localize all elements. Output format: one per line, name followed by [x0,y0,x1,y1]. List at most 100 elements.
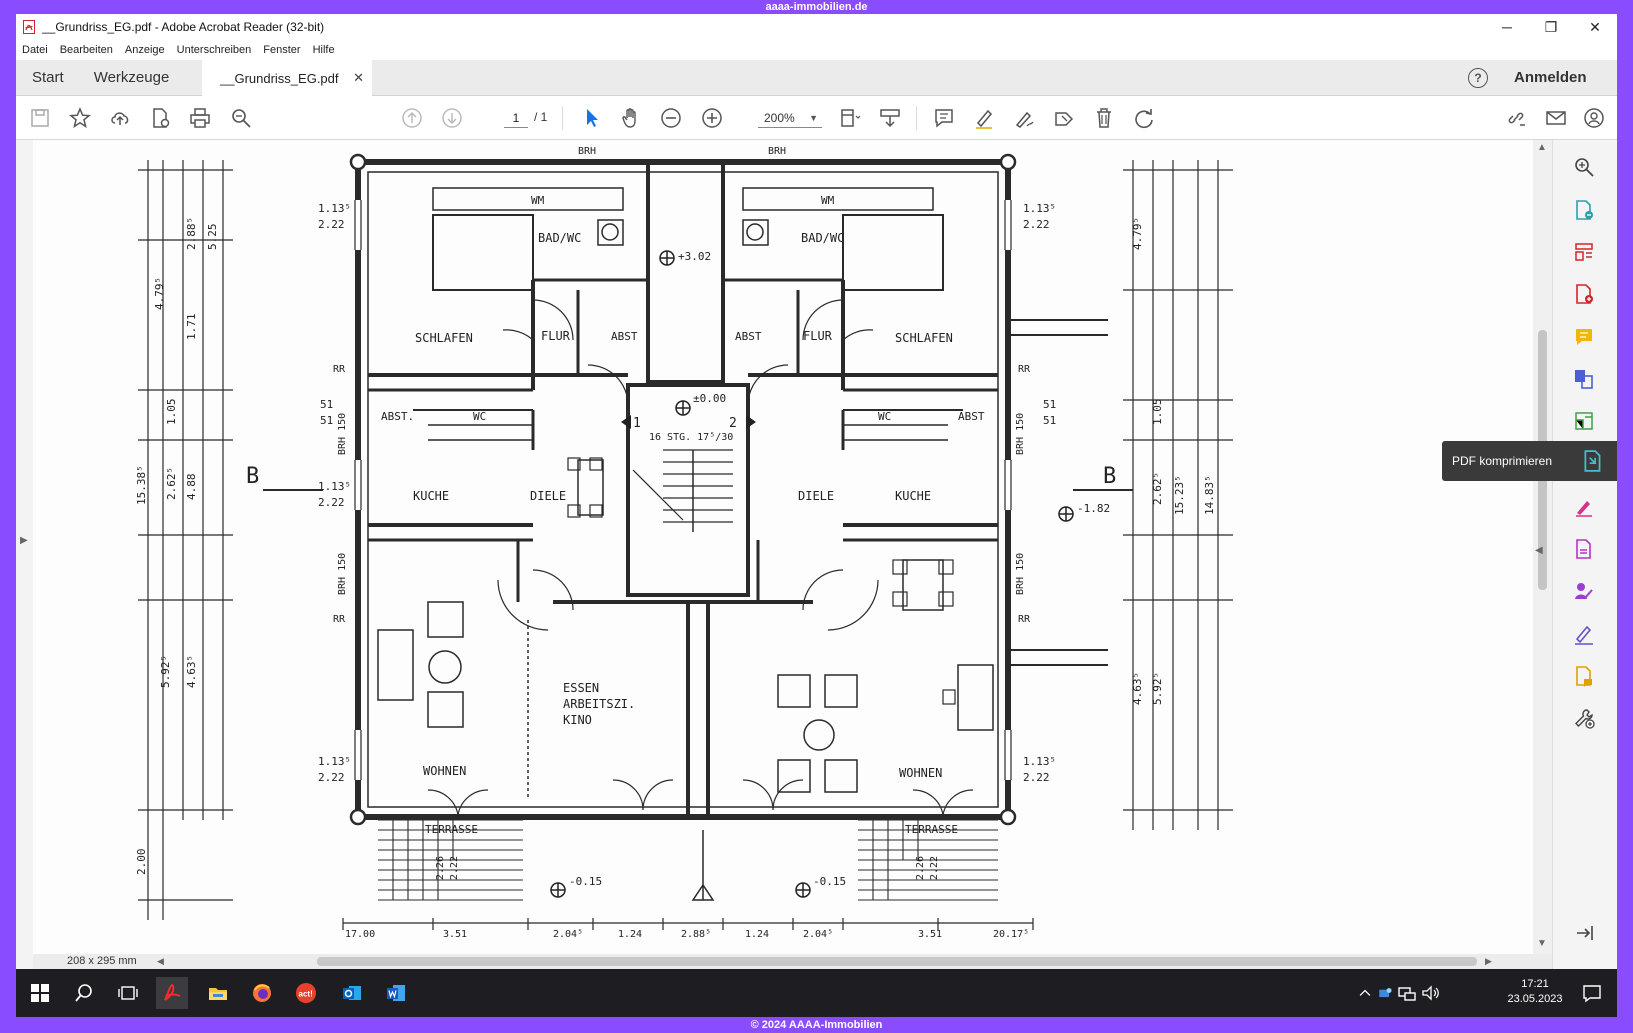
edit-pdf-icon[interactable] [1571,408,1597,434]
frame-top-watermark: aaaa-immobilien.de [765,1,868,13]
act-app-icon[interactable]: act! [290,977,322,1009]
comment-icon[interactable] [932,106,956,130]
save-icon[interactable] [28,106,52,130]
rr-label: RR [1018,614,1031,625]
dimension-label: 2.88⁵ [681,929,711,940]
dimension-label: 2.26 [915,856,926,880]
share-link-icon[interactable] [1504,106,1528,130]
task-view-icon[interactable] [112,977,144,1009]
dimension-label: 51 [320,398,333,411]
menu-hilfe[interactable]: Hilfe [312,44,335,56]
windows-start-icon[interactable] [24,977,56,1009]
help-icon[interactable]: ? [1468,68,1488,88]
tab-start[interactable]: Start [32,69,64,86]
fill-sign-icon[interactable] [1571,493,1597,519]
left-pane-toggle[interactable]: ▶ [16,140,33,969]
room-label: WC [473,410,486,423]
close-window-button[interactable]: ✕ [1589,18,1601,35]
room-label: WM [821,194,835,207]
room-label: ARBEITSZI. [563,697,635,711]
highlight-pen-icon[interactable] [972,106,996,130]
select-cursor-icon[interactable] [580,106,604,130]
scroll-down-icon[interactable]: ▼ [1537,938,1547,949]
acrobat-icon [22,19,36,35]
stamp-edit-icon[interactable] [1052,106,1076,130]
menu-anzeige[interactable]: Anzeige [124,44,165,56]
menu-unterschreiben[interactable]: Unterschreiben [176,44,252,56]
sign-pen-icon[interactable] [1571,621,1597,647]
title-bar: __Grundriss_EG.pdf - Adobe Acrobat Reade… [16,14,1617,40]
send-comments-icon[interactable] [1571,663,1597,689]
search-zoom-icon[interactable] [1571,154,1597,180]
login-button[interactable]: Anmelden [1514,69,1587,86]
dimension-label: 14.83⁵ [1203,475,1216,515]
more-tools-icon[interactable] [1571,705,1597,731]
restore-button[interactable]: ❐ [1544,18,1558,35]
minimize-button[interactable]: ─ [1502,19,1512,35]
email-icon[interactable] [1544,106,1568,130]
print-icon[interactable] [188,106,212,130]
dimension-label: 5.92⁵ [159,655,172,688]
word-icon[interactable] [380,977,412,1009]
firefox-icon[interactable] [246,977,278,1009]
menu-fenster[interactable]: Fenster [263,44,301,56]
search-icon[interactable] [68,977,100,1009]
horizontal-scroll-thumb[interactable] [317,957,1477,966]
floor-plan-page: BAD/WC BAD/WC SCHLAFEN SCHLAFEN FLUR FLU… [33,140,1533,954]
room-label: ESSEN [563,681,599,695]
scroll-mode-icon[interactable] [878,106,902,130]
dimension-label: 20.17⁵ [993,929,1029,940]
star-bookmark-icon[interactable] [68,106,92,130]
combine-files-icon[interactable] [1571,366,1597,392]
zoom-level-select[interactable]: 200% ▼ [758,108,822,128]
system-clock[interactable]: 17:21 23.05.2023 [1505,977,1565,1007]
collapse-pane-icon[interactable] [1571,920,1597,946]
room-label: WM [531,194,545,207]
create-pdf-icon[interactable] [1571,281,1597,307]
outlook-icon[interactable] [336,977,368,1009]
chevron-left-icon[interactable]: ◀ [1535,545,1543,556]
scroll-right-icon[interactable]: ▶ [1485,956,1492,966]
scroll-left-icon[interactable]: ◀ [157,956,164,966]
compress-pdf-icon[interactable] [1581,449,1605,473]
comment-tool-icon[interactable] [1571,324,1597,350]
network-icon[interactable] [1396,977,1418,1009]
tab-tools[interactable]: Werkzeuge [93,69,170,86]
document-viewport[interactable]: ▶ [16,140,1552,969]
menu-datei[interactable]: Datei [22,44,48,56]
protect-pdf-icon[interactable] [1571,536,1597,562]
tab-document[interactable]: __Grundriss_EG.pdf ✕ [202,60,372,96]
tab-close-icon[interactable]: ✕ [353,70,364,85]
organize-pages-icon[interactable] [1571,239,1597,265]
dimension-label: 1.13⁵ [318,202,351,215]
document-share-icon[interactable] [148,106,172,130]
cloud-upload-icon[interactable] [108,106,132,130]
find-text-icon[interactable] [229,106,253,130]
frame-bottom-copyright: © 2024 AAAA-Immobilien [750,1019,883,1031]
dimension-label: 2.22 [929,856,940,880]
tray-chevron-up-icon[interactable] [1356,977,1374,1009]
zoom-in-icon[interactable] [700,106,724,130]
file-explorer-icon[interactable] [202,977,234,1009]
page-number-input[interactable]: 1 [504,108,528,128]
volume-icon[interactable] [1420,977,1442,1009]
delete-trash-icon[interactable] [1092,106,1116,130]
draw-pen-icon[interactable] [1012,106,1036,130]
zoom-out-icon[interactable] [659,106,683,130]
status-bar: 208 x 295 mm ◀ ▶ [33,954,1552,969]
notification-icon[interactable] [1576,977,1608,1009]
tray-app-icon[interactable] [1376,977,1394,1009]
request-signature-icon[interactable] [1571,578,1597,604]
act-app-icon-text: act! [299,990,313,999]
hand-tool-icon[interactable] [619,106,643,130]
page-fit-icon[interactable] [838,106,862,130]
menu-bearbeiten[interactable]: Bearbeiten [59,44,113,56]
share-user-icon[interactable] [1582,106,1606,130]
acrobat-taskbar-icon[interactable] [156,977,188,1009]
rotate-icon[interactable] [1132,106,1156,130]
next-page-icon[interactable] [440,106,464,130]
scroll-up-icon[interactable]: ▲ [1537,142,1547,153]
dimension-label: 3.51 [443,929,467,940]
previous-page-icon[interactable] [400,106,424,130]
export-pdf-icon[interactable] [1571,197,1597,223]
